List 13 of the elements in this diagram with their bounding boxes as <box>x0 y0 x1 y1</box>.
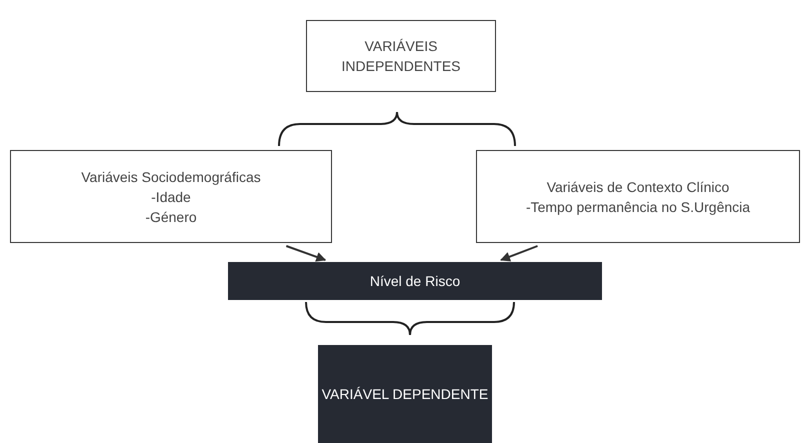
node-text: -Género <box>145 208 197 226</box>
node-text: Nível de Risco <box>370 272 460 291</box>
outcome-box <box>228 262 602 300</box>
node-text: Variáveis de Contexto Clínico <box>546 178 730 196</box>
node-text: VARIÁVEL DEPENDENTE <box>322 385 488 404</box>
category-box <box>10 150 332 243</box>
outcome-box <box>318 345 492 443</box>
node-text: VARIÁVEIS INDEPENDENTES <box>342 37 461 76</box>
node-text: Variáveis Sociodemográficas <box>81 168 261 186</box>
node-text: -Idade <box>151 188 191 206</box>
title-box <box>306 20 496 92</box>
node-text: -Tempo permanência no S.Urgência <box>526 198 750 216</box>
category-box <box>476 150 800 243</box>
